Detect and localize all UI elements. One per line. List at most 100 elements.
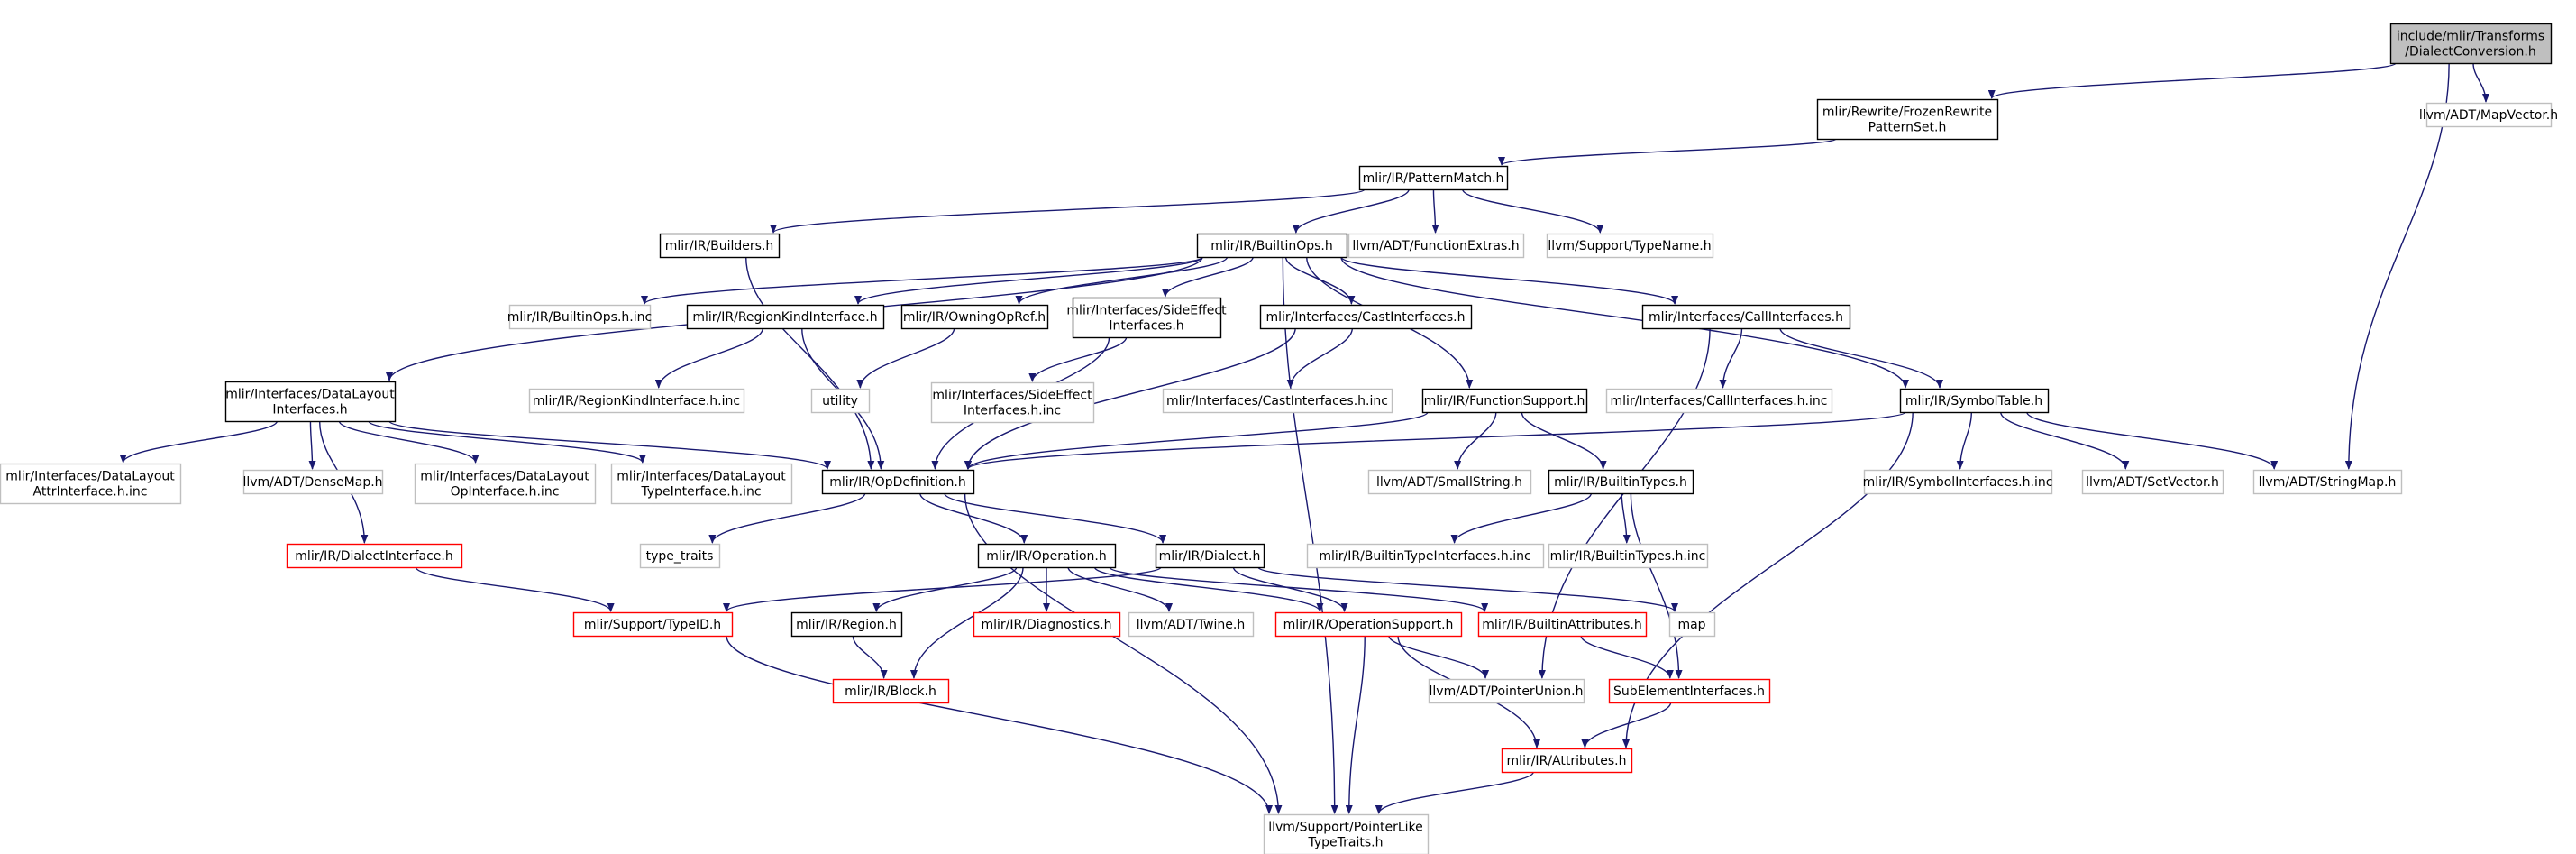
edge-arrow	[1093, 566, 1324, 612]
node-attributes[interactable]: mlir/IR/Attributes.h	[1501, 748, 1633, 774]
edge-arrow	[308, 420, 316, 470]
node-callif[interactable]: mlir/Interfaces/CallInterfaces.h	[1641, 304, 1851, 330]
node-label: mlir/Interfaces/DataLayout	[5, 470, 175, 484]
node-dlattrinc[interactable]: mlir/Interfaces/DataLayoutAttrInterface.…	[0, 463, 182, 505]
node-box	[790, 611, 903, 638]
node-diagnostics[interactable]: mlir/IR/Diagnostics.h	[973, 611, 1121, 638]
node-funcsupport[interactable]: mlir/IR/FunctionSupport.h	[1421, 388, 1588, 414]
node-box	[1162, 388, 1393, 414]
node-box	[2252, 469, 2403, 495]
edge-arrow	[1719, 327, 1743, 389]
node-dltypeinc[interactable]: mlir/Interfaces/DataLayoutTypeInterface.…	[610, 463, 793, 505]
node-regionkindinc[interactable]: mlir/IR/RegionKindInterface.h.inc	[528, 388, 745, 414]
edge-arrow	[1498, 138, 1837, 166]
node-box	[1347, 233, 1525, 259]
node-pointerunion[interactable]: llvm/ADT/PointerUnion.h	[1428, 678, 1585, 704]
node-label: mlir/IR/BuiltinOps.h	[1210, 239, 1333, 253]
node-sideeffectinc[interactable]: mlir/Interfaces/SideEffectInterfaces.h.i…	[930, 381, 1095, 424]
edge-arrow	[1282, 256, 1338, 814]
node-symbolifinc[interactable]: mlir/IR/SymbolInterfaces.h.inc	[1863, 469, 2053, 495]
edge-patternmatch-to-builders	[770, 188, 1366, 234]
node-stringmap[interactable]: llvm/ADT/StringMap.h	[2252, 469, 2403, 495]
edge-subelement-to-attributes	[1581, 702, 1672, 748]
node-patternmatch[interactable]: mlir/IR/PatternMatch.h	[1358, 165, 1509, 191]
node-box	[1155, 543, 1265, 569]
node-callifinc[interactable]: mlir/Interfaces/CallInterfaces.h.inc	[1605, 388, 1833, 414]
node-dlopinc[interactable]: mlir/Interfaces/DataLayoutOpInterface.h.…	[414, 463, 597, 505]
node-map[interactable]: map	[1668, 611, 1716, 638]
edge-opdef-to-operation	[919, 492, 1028, 544]
edge-patternmatch-to-typename	[1462, 188, 1604, 234]
node-typetraits[interactable]: type_traits	[639, 543, 721, 569]
node-castif[interactable]: mlir/Interfaces/CastInterfaces.h	[1259, 304, 1473, 330]
node-block[interactable]: mlir/IR/Block.h	[832, 678, 950, 704]
node-opsupport[interactable]: mlir/IR/OperationSupport.h	[1274, 611, 1463, 638]
node-builders[interactable]: mlir/IR/Builders.h	[659, 233, 781, 259]
node-box	[1358, 165, 1509, 191]
edge-arrow	[1028, 336, 1128, 382]
node-twine[interactable]: llvm/ADT/Twine.h	[1128, 611, 1255, 638]
edge-opdef-to-typetraits	[708, 492, 866, 544]
node-operation[interactable]: mlir/IR/Operation.h	[977, 543, 1117, 569]
node-symboltable[interactable]: mlir/IR/SymbolTable.h	[1899, 388, 2050, 414]
node-label: mlir/IR/RegionKindInterface.h	[692, 310, 877, 325]
node-box	[1196, 233, 1348, 259]
node-box	[639, 543, 721, 569]
node-builtintypeifinc[interactable]: mlir/IR/BuiltinTypeInterfaces.h.inc	[1306, 543, 1545, 569]
node-subelement[interactable]: SubElementInterfaces.h	[1608, 678, 1771, 704]
node-mapvector[interactable]: llvm/ADT/MapVector.h	[2419, 102, 2558, 128]
node-funcextras[interactable]: llvm/ADT/FunctionExtras.h	[1347, 233, 1525, 259]
edge-arrow	[1388, 635, 1490, 679]
node-label: mlir/IR/BuiltinOps.h.inc	[507, 310, 652, 325]
node-typename[interactable]: llvm/Support/TypeName.h	[1546, 233, 1714, 259]
node-builtintypesinc[interactable]: mlir/IR/BuiltinTypes.h.inc	[1548, 543, 1709, 569]
node-utility[interactable]: utility	[810, 388, 871, 414]
node-box	[508, 304, 652, 330]
node-box	[821, 469, 975, 495]
edge-root-to-frozen	[1987, 62, 2397, 99]
node-builtintypes[interactable]: mlir/IR/BuiltinTypes.h	[1548, 469, 1694, 495]
node-label: mlir/IR/BuiltinTypes.h	[1554, 475, 1687, 490]
node-typeid[interactable]: mlir/Support/TypeID.h	[572, 611, 734, 638]
node-label: SubElementInterfaces.h	[1613, 684, 1765, 699]
node-label: mlir/Rewrite/FrozenRewrite	[1822, 106, 1992, 120]
node-dialect[interactable]: mlir/IR/Dialect.h	[1155, 543, 1265, 569]
edge-builtinops-to-callif	[1340, 256, 1678, 305]
node-label: mlir/IR/OperationSupport.h	[1283, 618, 1454, 632]
node-densemap[interactable]: llvm/ADT/DenseMap.h	[242, 469, 384, 495]
node-region[interactable]: mlir/IR/Region.h	[790, 611, 903, 638]
node-opdef[interactable]: mlir/IR/OpDefinition.h	[821, 469, 975, 495]
edge-builtintypes-to-builtintypesinc	[1621, 492, 1631, 544]
node-label: utility	[822, 394, 858, 409]
node-smallstring[interactable]: llvm/ADT/SmallString.h	[1367, 469, 1532, 495]
node-dialectif[interactable]: mlir/IR/DialectInterface.h	[286, 543, 463, 569]
node-label: llvm/ADT/DenseMap.h	[242, 475, 382, 490]
node-label: mlir/IR/OpDefinition.h	[829, 475, 965, 490]
node-box	[2389, 23, 2553, 65]
edge-arrow	[726, 635, 1273, 814]
edges-layer	[119, 62, 2489, 814]
node-owningopref[interactable]: mlir/IR/OwningOpRef.h	[900, 304, 1049, 330]
node-label: llvm/Support/PointerLike	[1268, 821, 1423, 835]
edge-root-to-mapvector	[2472, 62, 2489, 103]
edge-arrow	[1956, 411, 1972, 470]
node-box	[1128, 611, 1255, 638]
node-regionkind[interactable]: mlir/IR/RegionKindInterface.h	[686, 304, 885, 330]
edge-operation-to-builtinattrs	[1109, 566, 1489, 612]
node-setvector[interactable]: llvm/ADT/SetVector.h	[2081, 469, 2224, 495]
edge-operation-to-block	[909, 566, 1024, 679]
node-builtinops[interactable]: mlir/IR/BuiltinOps.h	[1196, 233, 1348, 259]
edge-arrow	[641, 256, 1203, 305]
node-label: mlir/IR/Block.h	[845, 684, 936, 699]
node-castifinc[interactable]: mlir/Interfaces/CastInterfaces.h.inc	[1162, 388, 1393, 414]
node-root[interactable]: include/mlir/Transforms/DialectConversio…	[2389, 23, 2553, 65]
node-box	[242, 469, 384, 495]
node-builtinopsinc[interactable]: mlir/IR/BuiltinOps.h.inc	[507, 304, 652, 330]
node-label: mlir/IR/BuiltinTypeInterfaces.h.inc	[1319, 549, 1530, 564]
node-label: map	[1677, 618, 1705, 632]
node-builtinattrs[interactable]: mlir/IR/BuiltinAttributes.h	[1477, 611, 1648, 638]
